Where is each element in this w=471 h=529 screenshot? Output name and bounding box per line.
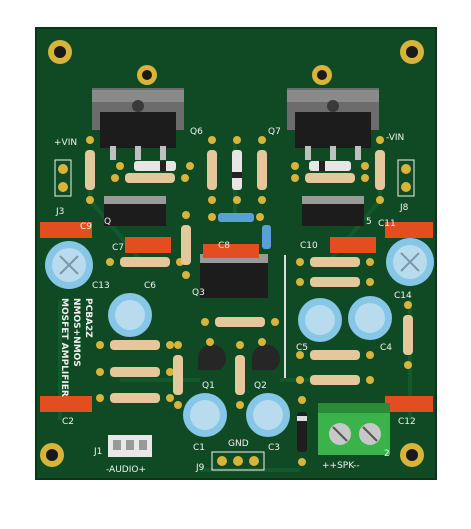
diodes [116, 136, 369, 466]
label-j1: J1 [93, 447, 102, 457]
label-q2: Q2 [254, 381, 267, 391]
label-q7: Q7 [268, 127, 281, 137]
label-c3: C3 [268, 443, 280, 453]
vertical-resistors [85, 136, 413, 409]
label-vin-pos: +VIN [54, 138, 77, 148]
board-title-nmos: NMOS+NMOS [71, 298, 81, 367]
board-title-pcb: PCBA2Z [83, 298, 93, 338]
resistors [96, 173, 374, 403]
label-c5: C5 [296, 343, 308, 353]
label-j9: J9 [195, 463, 205, 473]
mosfet-q6 [92, 88, 184, 160]
film-capacitors [40, 222, 433, 412]
speaker-terminal [318, 403, 390, 455]
label-vin-neg: -VIN [386, 133, 404, 143]
label-q6: Q6 [190, 127, 203, 137]
mosfet-q7 [287, 88, 379, 160]
label-c4: C4 [380, 343, 392, 353]
label-c8: C8 [218, 241, 230, 251]
electrolytic-capacitors [45, 238, 434, 437]
label-five: 5 [366, 217, 372, 227]
label-c9: C9 [80, 222, 92, 232]
label-c14: C14 [394, 291, 412, 301]
label-c10: C10 [300, 241, 318, 251]
mounting-holes [40, 40, 424, 467]
label-c12: C12 [398, 417, 416, 427]
label-q: Q [104, 217, 111, 227]
label-two: 2 [384, 449, 390, 459]
pin-headers [54, 159, 415, 471]
transistor-q-left [104, 196, 166, 226]
label-c11: C11 [378, 219, 396, 229]
label-c1: C1 [193, 443, 205, 453]
label-spk: ++SPK-- [322, 461, 360, 471]
label-c2: C2 [62, 417, 74, 427]
label-c13: C13 [92, 281, 110, 291]
silkscreen-labels: +VIN -VIN J3 J8 Q Q6 Q7 C9 C11 C7 C8 C10… [54, 127, 416, 475]
small-transistors [198, 338, 280, 370]
board-title-mosfet: MOSFET AMPLIFIER [59, 298, 69, 397]
label-c6: C6 [144, 281, 156, 291]
label-j8: J8 [399, 203, 409, 213]
small-parts [208, 213, 271, 249]
label-audio: -AUDIO+ [106, 465, 146, 475]
label-q1: Q1 [202, 381, 215, 391]
label-gnd: GND [228, 439, 249, 449]
label-j3: J3 [55, 207, 64, 217]
label-q3: Q3 [192, 288, 205, 298]
label-c7: C7 [112, 243, 124, 253]
transistor-right [302, 196, 364, 226]
transistor-q3 [200, 254, 268, 298]
